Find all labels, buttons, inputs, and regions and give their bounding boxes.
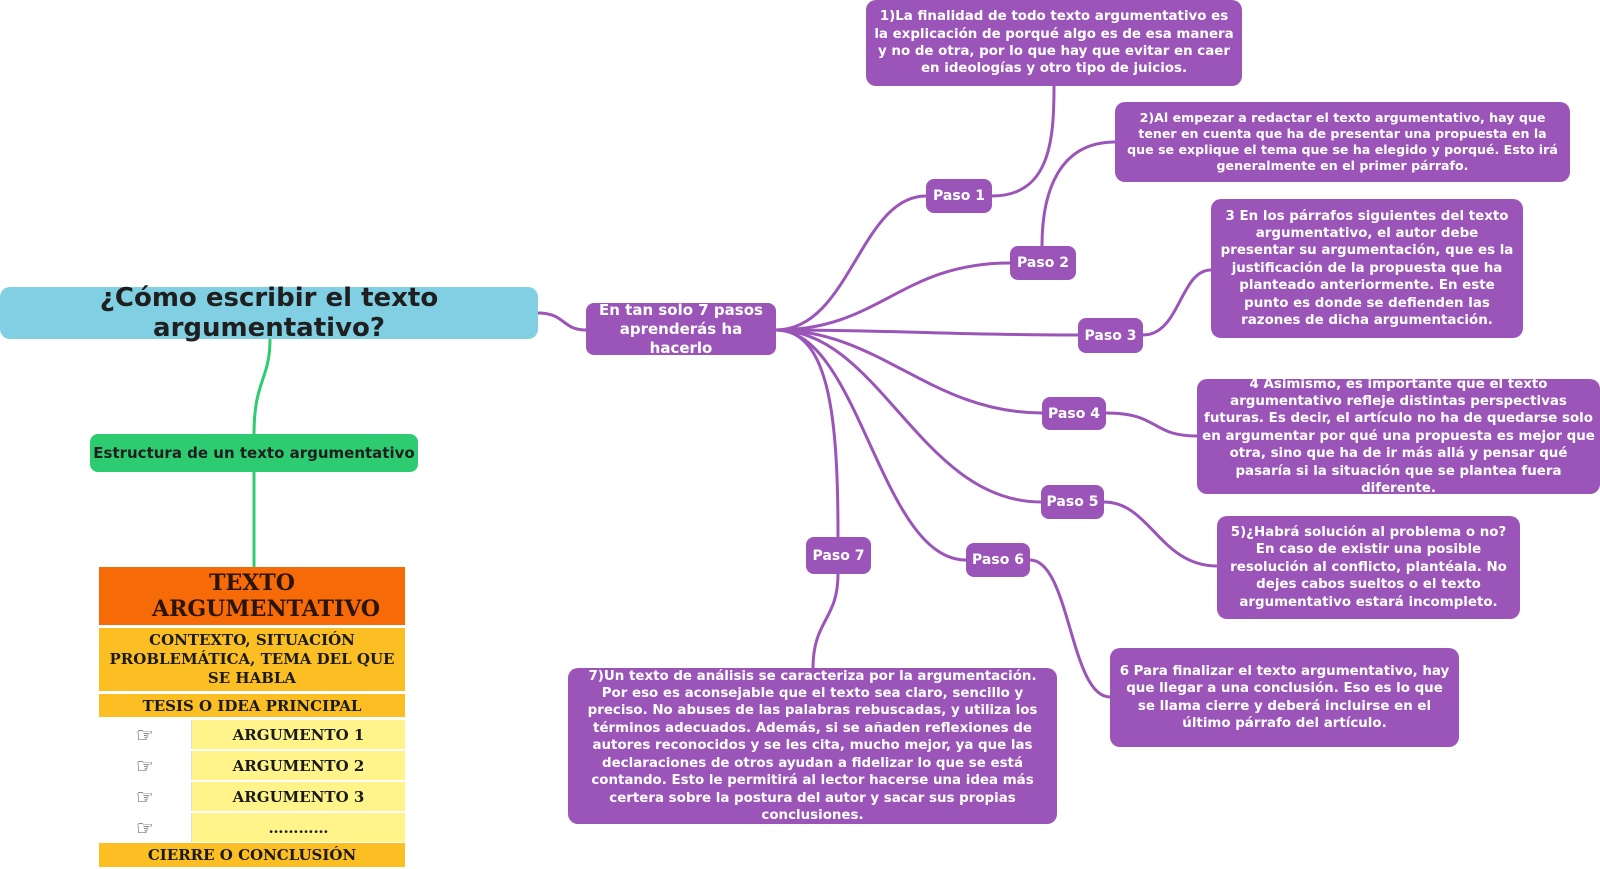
table-context-text: CONTEXTO, SITUACIÓN PROBLEMÁTICA, TEMA D… [109,631,395,687]
link-hub-paso6 [775,328,967,562]
step-label: Paso 6 [972,552,1024,568]
root-topic-title: ¿Cómo escribir el texto argumentativo? [99,283,439,343]
pointing-hand-icon: ☞ [99,751,192,780]
table-argument-row: ☞ ARGUMENTO 3 [99,782,405,811]
link-paso3-text [1142,268,1212,337]
structure-table-image: TEXTO ARGUMENTATIVO CONTEXTO, SITUACIÓN … [99,567,405,868]
step-text-paso-5[interactable]: 5)¿Habrá solución al problema o no? En c… [1217,516,1520,619]
link-hub-paso7 [775,328,840,538]
step-text-paso-7[interactable]: 7)Un texto de análisis se caracteriza po… [568,668,1057,824]
step-node-paso-5[interactable]: Paso 5 [1041,485,1104,519]
link-hub-paso5 [775,328,1042,504]
step-text-paso-1[interactable]: 1)La finalidad de todo texto argumentati… [866,0,1242,86]
link-paso5-text [1103,500,1218,568]
table-title-text: TEXTO ARGUMENTATIVO [152,570,381,622]
table-argument-row: ☞ ARGUMENTO 2 [99,751,405,780]
step-node-paso-3[interactable]: Paso 3 [1078,318,1143,353]
step-node-paso-2[interactable]: Paso 2 [1010,246,1076,280]
step-text-paso-2[interactable]: 2)Al empezar a redactar el texto argumen… [1115,102,1570,182]
pointing-hand-icon: ☞ [99,782,192,811]
table-argument-row: ☞ ………… [99,813,405,842]
link-root-structure [252,338,272,435]
hub-topic-text: En tan solo 7 pasos aprenderás ha hacerl… [599,300,763,357]
table-argument-text: ARGUMENTO 3 [232,787,365,806]
link-hub-paso3 [775,328,1079,337]
step-label: Paso 4 [1048,405,1100,422]
link-hub-paso1 [775,194,927,332]
table-context-row: CONTEXTO, SITUACIÓN PROBLEMÁTICA, TEMA D… [99,628,405,691]
step-text: 5)¿Habrá solución al problema o no? En c… [1230,524,1507,610]
step-text: 6 Para finalizar el texto argumentativo,… [1119,663,1450,731]
link-paso4-text [1105,411,1198,438]
step-node-paso-1[interactable]: Paso 1 [926,179,992,213]
step-text: 3 En los párrafos siguientes del texto a… [1220,208,1514,329]
table-argument-text: ARGUMENTO 1 [232,725,365,744]
table-thesis-row: TESIS O IDEA PRINCIPAL [99,694,405,717]
table-thesis-text: TESIS O IDEA PRINCIPAL [142,696,362,715]
step-text: 7)Un texto de análisis se caracteriza po… [587,668,1038,823]
root-topic[interactable]: ¿Cómo escribir el texto argumentativo? [0,283,538,343]
link-paso7-text [811,573,840,669]
step-text-paso-3[interactable]: 3 En los párrafos siguientes del texto a… [1211,199,1523,338]
step-node-paso-6[interactable]: Paso 6 [966,543,1030,577]
table-argument-row: ☞ ARGUMENTO 1 [99,720,405,749]
structure-topic[interactable]: Estructura de un texto argumentativo [90,434,418,472]
hub-topic[interactable]: En tan solo 7 pasos aprenderás ha hacerl… [586,300,776,357]
link-root-hub [537,311,587,332]
step-label: Paso 3 [1084,327,1137,344]
link-hub-paso2 [775,261,1011,332]
table-argument-text: ARGUMENTO 2 [232,756,365,775]
structure-topic-label: Estructura de un texto argumentativo [93,444,415,462]
step-label: Paso 1 [933,188,985,204]
step-text-paso-6[interactable]: 6 Para finalizar el texto argumentativo,… [1110,648,1459,747]
step-label: Paso 7 [812,547,865,564]
step-text: 1)La finalidad de todo texto argumentati… [874,9,1234,77]
link-paso6-text [1029,558,1111,699]
table-closing-row: CIERRE O CONCLUSIÓN [99,843,405,867]
step-node-paso-4[interactable]: Paso 4 [1042,397,1106,430]
link-hub-paso4 [775,328,1043,415]
step-text-paso-4[interactable]: 4 Asimismo, es importante que el texto a… [1197,377,1600,496]
table-title: TEXTO ARGUMENTATIVO [99,567,405,625]
step-label: Paso 5 [1046,494,1099,510]
step-label: Paso 2 [1017,255,1069,271]
step-node-paso-7[interactable]: Paso 7 [806,537,871,574]
pointing-hand-icon: ☞ [99,720,192,749]
pointing-hand-icon: ☞ [99,813,192,842]
table-argument-text: ………… [268,818,329,837]
link-paso2-text [1040,140,1116,247]
link-paso1-text [991,85,1056,198]
step-text: 2)Al empezar a redactar el texto argumen… [1127,109,1558,174]
table-closing-text: CIERRE O CONCLUSIÓN [147,846,357,864]
step-text: 4 Asimismo, es importante que el texto a… [1202,376,1595,497]
